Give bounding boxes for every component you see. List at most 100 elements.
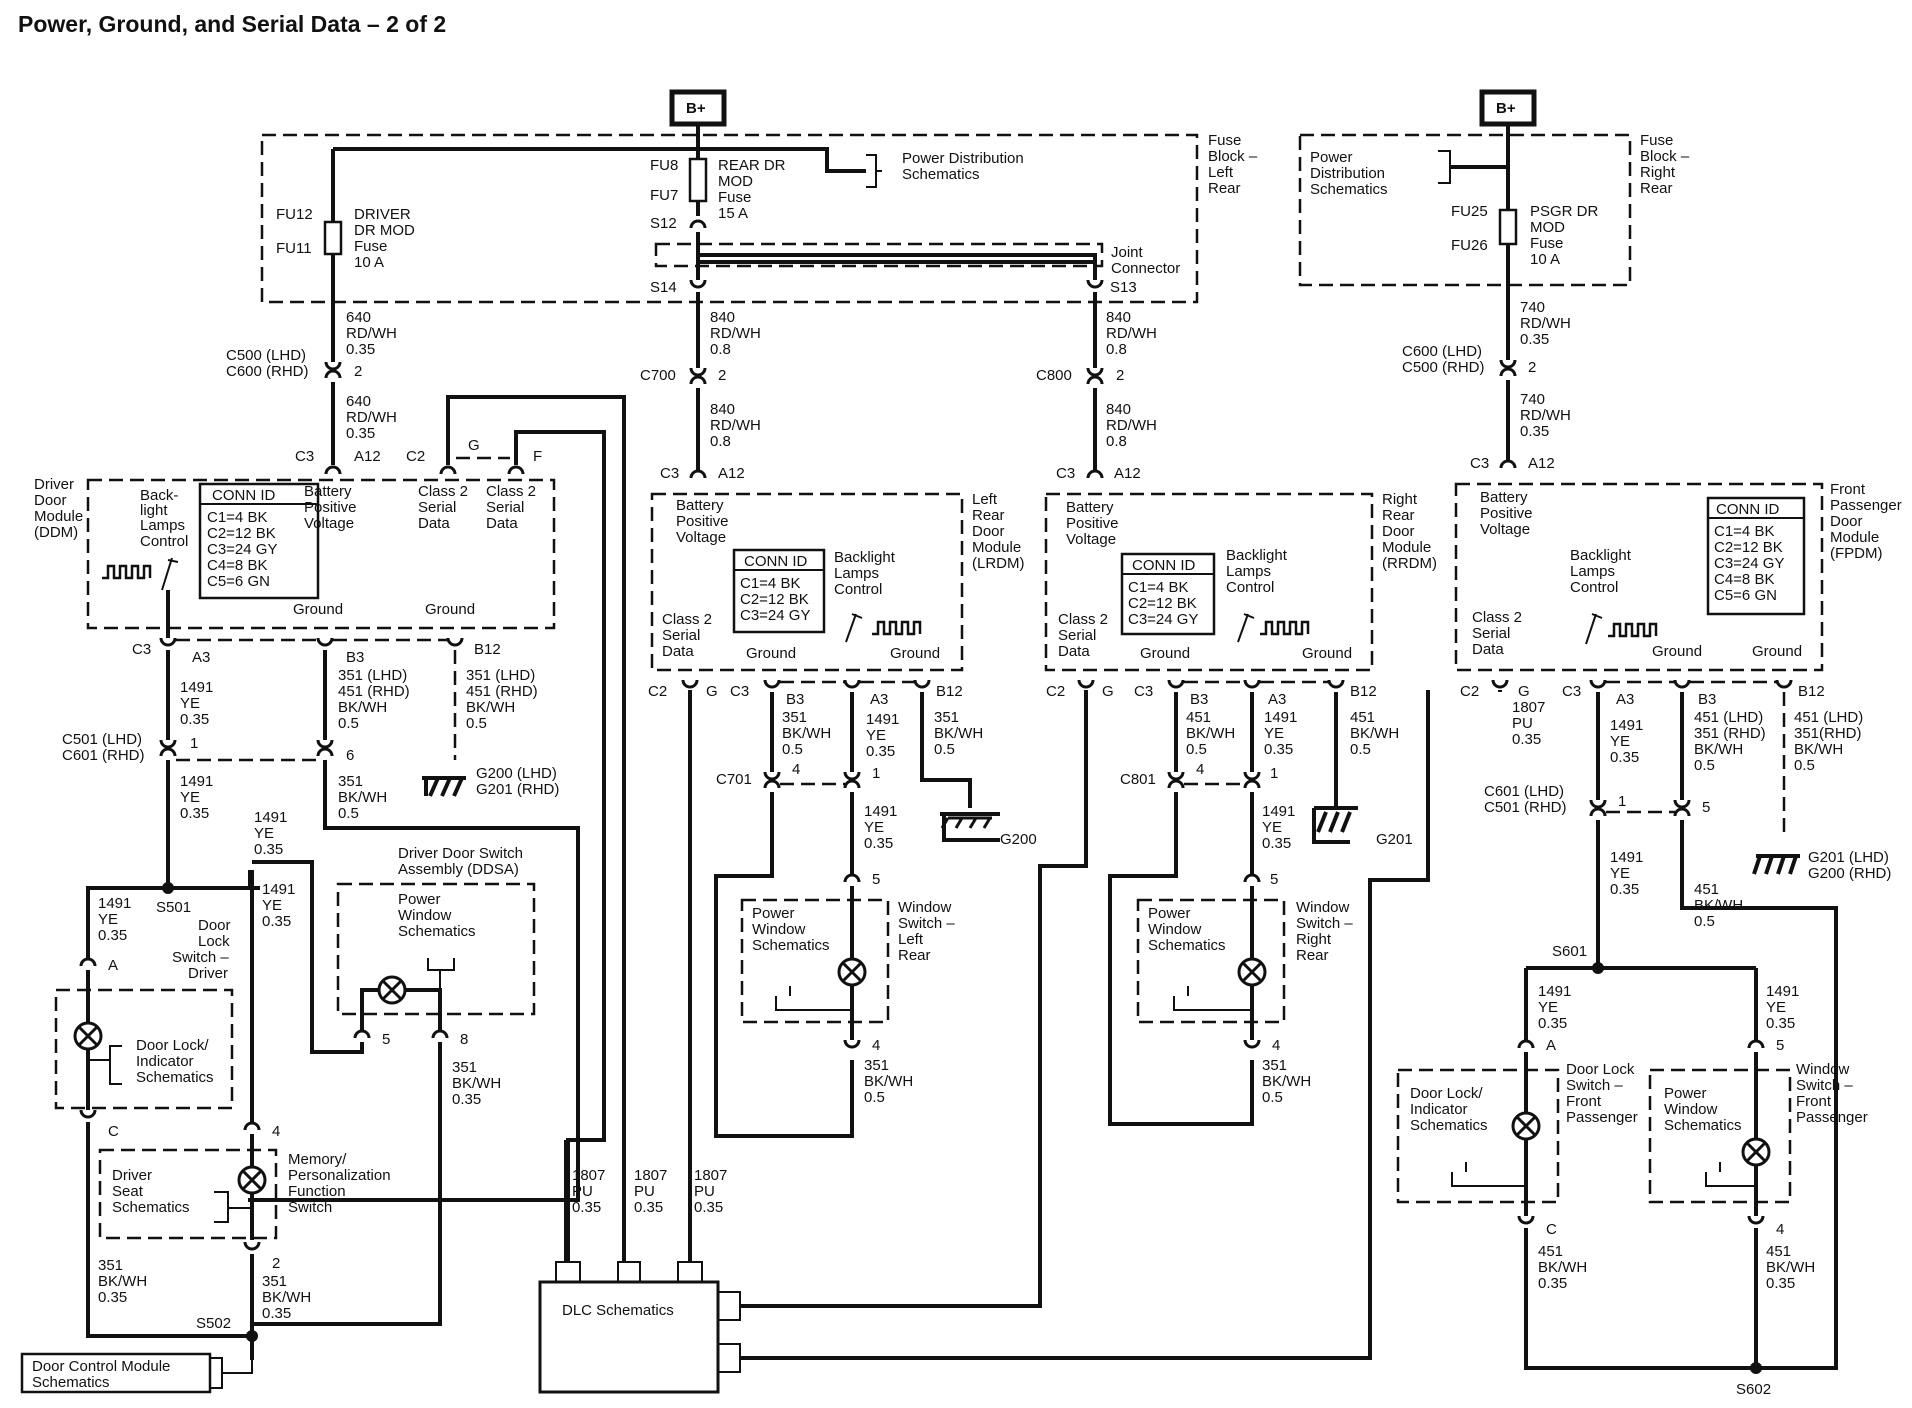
fpdm-g-label: G (1518, 683, 1530, 700)
fpdm-pwm-icon (1606, 622, 1658, 638)
rrdm-c3-top-label: C3 (1056, 465, 1075, 482)
svg-text:351: 351 (452, 1059, 477, 1076)
g200-g201-label: G200 (LHD) G201 (RHD) (476, 765, 559, 798)
svg-text:C601 (LHD): C601 (LHD) (1484, 783, 1564, 800)
svg-text:Class 2: Class 2 (1472, 609, 1522, 626)
svg-text:451: 451 (1350, 709, 1375, 726)
svg-text:Rear: Rear (1208, 180, 1241, 197)
svg-text:C3=24 GY: C3=24 GY (740, 607, 810, 624)
c701-pin1-mate (843, 779, 861, 790)
door-lock-indicator-box (54, 988, 234, 1110)
svg-text:Fuse: Fuse (1530, 235, 1563, 252)
rrdm-class2-label: Class 2 Serial Data (1058, 611, 1108, 660)
fp-power-window-label: Power Window Schematics (1664, 1085, 1742, 1134)
svg-text:0.5: 0.5 (466, 715, 487, 732)
svg-text:1807: 1807 (572, 1167, 605, 1184)
g200-ground-icon (940, 816, 994, 830)
svg-text:0.35: 0.35 (180, 805, 209, 822)
svg-text:1491: 1491 (1264, 709, 1297, 726)
svg-text:0.5: 0.5 (782, 741, 803, 758)
lr-window-lamp-icon (837, 957, 867, 987)
svg-text:0.5: 0.5 (1186, 741, 1207, 758)
svg-text:Data: Data (662, 643, 694, 660)
rrdm-wire-1491-lower: 1491 YE 0.35 (1262, 803, 1295, 852)
ddsa-box (336, 882, 536, 1016)
driver-1491-left-label: 1491 YE 0.35 (98, 895, 131, 944)
svg-text:0.35: 0.35 (1610, 881, 1639, 898)
c601-pin1-mate (1589, 807, 1607, 818)
svg-text:351: 351 (338, 773, 363, 790)
svg-text:MOD: MOD (1530, 219, 1565, 236)
svg-text:Schematics: Schematics (752, 937, 830, 954)
c801-pin1-label: 1 (1270, 765, 1278, 782)
lrdm-wire-840-upper: 840 RD/WH 0.8 (710, 309, 761, 358)
rrdm-b3-connector (1167, 678, 1185, 689)
svg-text:Door Control Module: Door Control Module (32, 1358, 170, 1375)
svg-text:Left: Left (898, 931, 924, 948)
svg-text:Door: Door (972, 523, 1005, 540)
lrdm-c3-top-label: C3 (660, 465, 679, 482)
svg-text:0.5: 0.5 (1694, 913, 1715, 930)
svg-text:Lock: Lock (198, 933, 230, 950)
svg-text:G201 (RHD): G201 (RHD) (476, 781, 559, 798)
svg-text:351: 351 (864, 1057, 889, 1074)
svg-text:0.35: 0.35 (864, 835, 893, 852)
svg-text:Indicator: Indicator (1410, 1101, 1468, 1118)
fpdm-c2-connector (1491, 678, 1509, 689)
svg-text:Door Lock/: Door Lock/ (1410, 1085, 1483, 1102)
dlc-wire-1807-2: 1807 PU 0.35 (634, 1167, 667, 1216)
rrdm-battery-voltage-label: Battery Positive Voltage (1066, 499, 1119, 548)
svg-text:0.35: 0.35 (254, 841, 283, 858)
ddm-class2-label-1: Class 2 Serial Data (418, 483, 468, 532)
fp-window-switch-label: Window Switch – Front Passenger (1796, 1061, 1868, 1126)
svg-text:RD/WH: RD/WH (710, 417, 761, 434)
svg-text:351(RHD): 351(RHD) (1794, 725, 1862, 742)
fpdm-backlight-label: Backlight Lamps Control (1570, 547, 1632, 596)
fpdm-ground-label-1: Ground (1652, 643, 1702, 660)
lrdm-b3-label: B3 (786, 691, 804, 708)
fpdm-name-label: Front Passenger Door Module (FPDM) (1830, 481, 1902, 562)
c701-pin1-label: 1 (872, 765, 880, 782)
fpdm-ground-label-2: Ground (1752, 643, 1802, 660)
fp-power-window-box (1648, 1068, 1792, 1204)
c701-pin4-mate (763, 779, 781, 790)
c501-pin1-connector (159, 738, 177, 749)
door-lock-switch-driver-label: Door Lock Switch – Driver (172, 917, 231, 982)
svg-text:C3=24 GY: C3=24 GY (1128, 611, 1198, 628)
svg-text:BK/WH: BK/WH (1350, 725, 1399, 742)
svg-text:0.35: 0.35 (572, 1199, 601, 1216)
lrdm-ground-label-1: Ground (746, 645, 796, 662)
svg-text:C5=6 GN: C5=6 GN (1714, 587, 1777, 604)
svg-text:Front: Front (1796, 1093, 1832, 1110)
svg-text:1491: 1491 (1610, 849, 1643, 866)
svg-text:840: 840 (710, 401, 735, 418)
fpdm-wire-451-b12: 451 (LHD) 351(RHD) BK/WH 0.5 (1794, 709, 1863, 774)
svg-text:Schematics: Schematics (1148, 937, 1226, 954)
ddm-f-label: F (533, 448, 542, 465)
ddm-c2-g-connector (439, 465, 457, 476)
svg-text:BK/WH: BK/WH (1766, 1259, 1815, 1276)
svg-text:Voltage: Voltage (1480, 521, 1530, 538)
svg-text:Serial: Serial (1472, 625, 1510, 642)
svg-text:Door Lock: Door Lock (1566, 1061, 1635, 1078)
c601-rhd-label: C601 (RHD) (62, 747, 145, 764)
svg-text:Indicator: Indicator (136, 1053, 194, 1070)
svg-text:Data: Data (486, 515, 518, 532)
svg-text:Personalization: Personalization (288, 1167, 391, 1184)
rrdm-ground-label-2: Ground (1302, 645, 1352, 662)
svg-text:BK/WH: BK/WH (782, 725, 831, 742)
page-title: Power, Ground, and Serial Data – 2 of 2 (18, 11, 446, 37)
c700-connector (689, 366, 707, 377)
s501-label: S501 (156, 899, 191, 916)
driver-lock-pinC-label: C (108, 1123, 119, 1140)
svg-text:Window: Window (898, 899, 952, 916)
svg-text:Schematics: Schematics (136, 1069, 214, 1086)
fpdm-class2-label: Class 2 Serial Data (1472, 609, 1522, 658)
lrdm-c2-connector (681, 678, 699, 689)
ddsa-wire-351-label: 351 BK/WH 0.35 (452, 1059, 501, 1108)
c801-pin4-mate (1167, 779, 1185, 790)
fpdm-wire-451-lower: 451 BK/WH 0.5 (1694, 881, 1743, 930)
ddm-c3-bottom-label: C3 (132, 641, 151, 658)
fu7-label: FU7 (650, 187, 678, 204)
svg-text:BK/WH: BK/WH (1694, 741, 1743, 758)
